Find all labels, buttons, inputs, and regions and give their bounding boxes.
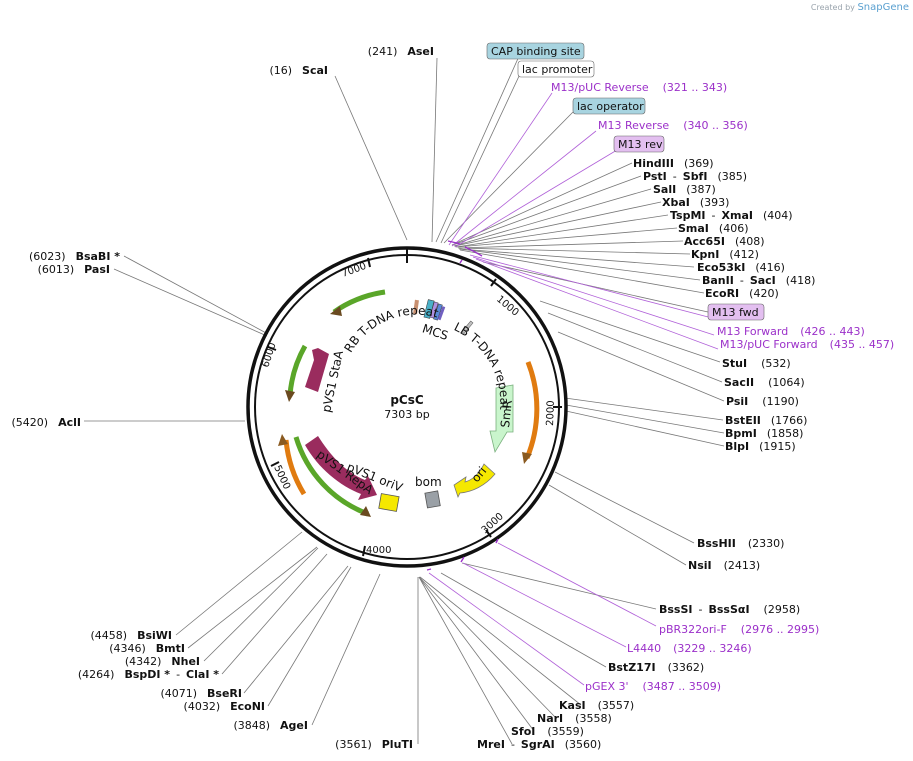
svg-text:M13 rev: M13 rev	[618, 138, 663, 151]
primer-m13puc-reverse: M13/pUC Reverse(321 .. 343)	[551, 81, 727, 94]
smr-arrow	[489, 384, 514, 454]
site-econi: (4032)EcoNI	[184, 700, 265, 713]
site-bmti: (4346)BmtI	[109, 642, 185, 655]
site-bsiwi: (4458)BsiWI	[90, 629, 172, 642]
site-asei: (241)AseI	[368, 45, 434, 58]
site-pasi: (6013)PasI	[38, 263, 110, 276]
green-arc-top	[332, 289, 386, 315]
orange-arc-right	[524, 361, 540, 459]
svg-text:M13 fwd: M13 fwd	[712, 306, 759, 319]
leader-lines	[84, 53, 725, 745]
ori-arrow	[453, 463, 496, 499]
site-blpi: BlpI(1915)	[725, 440, 796, 453]
pvs1-oriv-block	[378, 493, 400, 512]
primer-l4440: L4440(3229 .. 3246)	[627, 642, 752, 655]
pvs1-staa-arrow	[305, 348, 329, 392]
arrowhead	[360, 506, 371, 517]
tick-2000: 2000	[545, 400, 557, 426]
primer-leader-lines	[428, 92, 719, 686]
brand-created-by: Created by	[810, 3, 855, 12]
snapgene-brand: Created by SnapGene	[811, 2, 909, 13]
site-nsii: NsiI(2413)	[688, 559, 760, 572]
site-hindiii: HindIII(369)	[633, 157, 714, 170]
pvs1-repa-arrow	[305, 436, 377, 500]
site-eco53ki: Eco53kI(416)	[697, 261, 785, 274]
smr-label: SmR	[498, 399, 515, 428]
tick-6000: 6000	[260, 341, 278, 369]
primer-m13-forward: M13 Forward(426 .. 443)	[717, 325, 865, 338]
lb-tdna-label: LB T-DNA repeat	[452, 320, 512, 411]
site-xbai: XbaI(393)	[662, 196, 729, 209]
site-bsteii: BstEII(1766)	[725, 414, 807, 427]
site-kasi: KasI(3557)	[559, 699, 634, 712]
feature-arcs	[278, 289, 540, 517]
badge-cap-binding-site: CAP binding site	[486, 42, 585, 60]
site-tspmi: TspMI-XmaI(404)	[670, 209, 793, 222]
primer-m13-reverse: M13 Reverse(340 .. 356)	[598, 119, 748, 132]
site-acc65i: Acc65I(408)	[684, 235, 765, 248]
tick-7000: 7000	[340, 261, 368, 280]
svg-text:lac promoter: lac promoter	[522, 63, 593, 76]
site-agei: (3848)AgeI	[233, 719, 308, 732]
svg-text:lac operator: lac operator	[577, 100, 644, 113]
site-scai: (16)ScaI	[269, 64, 328, 77]
primer-marks	[426, 240, 499, 571]
mcs-label: MCS	[421, 321, 450, 342]
site-psti: PstI-SbfI(385)	[643, 170, 747, 183]
site-acli: (5420)AclI	[12, 416, 81, 429]
site-mrei: MreI-SgrAI(3560)	[477, 738, 601, 751]
arrowhead	[285, 390, 295, 402]
tick-marks	[267, 249, 562, 557]
site-banii: BanII-SacI(418)	[702, 274, 815, 287]
arrowhead	[278, 434, 288, 446]
bom-label: bom	[415, 475, 442, 489]
site-bstz17i: BstZ17I(3362)	[608, 661, 704, 674]
site-bsabi: (6023)BsaBI *	[29, 250, 120, 263]
badge-m13-fwd: M13 fwd	[707, 303, 765, 321]
site-bseri: (4071)BseRI	[160, 687, 242, 700]
svg-text:CAP binding site: CAP binding site	[491, 45, 581, 58]
site-stui: StuI(532)	[722, 357, 791, 370]
site-kpni: KpnI(412)	[691, 248, 759, 261]
plasmid-size: 7303 bp	[384, 408, 429, 421]
site-bspdi: (4264)BspDI *-ClaI *	[78, 668, 219, 681]
green-arc-bottom	[293, 436, 369, 517]
badge-m13-rev: M13 rev	[613, 135, 665, 153]
site-nari: NarI(3558)	[537, 712, 612, 725]
plasmid-backbone	[246, 246, 568, 568]
site-psii: PsiI(1190)	[726, 395, 799, 408]
site-bpmi: BpmI(1858)	[725, 427, 803, 440]
site-smai: SmaI(406)	[678, 222, 749, 235]
site-bsssi: BssSI-BssSαI(2958)	[659, 603, 800, 616]
site-ecori: EcoRI(420)	[705, 287, 779, 300]
snapgene-logo: SnapGene	[857, 2, 909, 13]
badge-lac-promoter: lac promoter	[517, 60, 595, 78]
site-sfoi: SfoI(3559)	[511, 725, 584, 738]
site-pluti: (3561)PluTI	[335, 738, 413, 751]
arrowhead	[522, 452, 532, 464]
site-sacii: SacII(1064)	[724, 376, 805, 389]
tick-4000: 4000	[366, 545, 391, 556]
tick-1000: 1000	[494, 294, 521, 319]
badge-lac-operator: lac operator	[572, 97, 646, 115]
mcs-blocks	[413, 299, 474, 335]
site-sali: SalI(387)	[653, 183, 716, 196]
bom-block	[424, 490, 441, 509]
primer-pgex-3: pGEX 3'(3487 .. 3509)	[585, 680, 721, 693]
site-nhei: (4342)NheI	[125, 655, 200, 668]
primer-pbr322ori-f: pBR322ori-F(2976 .. 2995)	[659, 623, 819, 636]
arrowhead	[330, 306, 342, 316]
primer-m13puc-forward: M13/pUC Forward(435 .. 457)	[720, 338, 894, 351]
site-bsshii: BssHII(2330)	[697, 537, 784, 550]
green-arc-left	[287, 344, 308, 396]
site-labels-left: (241)AseI (16)ScaI (3561)PluTI (3848)Age…	[12, 45, 434, 751]
tick-5000: 5000	[271, 464, 292, 492]
plasmid-name: pCsC	[390, 393, 424, 407]
site-labels-right: HindIII(369) PstI-SbfI(385) SalI(387) Xb…	[477, 157, 815, 751]
